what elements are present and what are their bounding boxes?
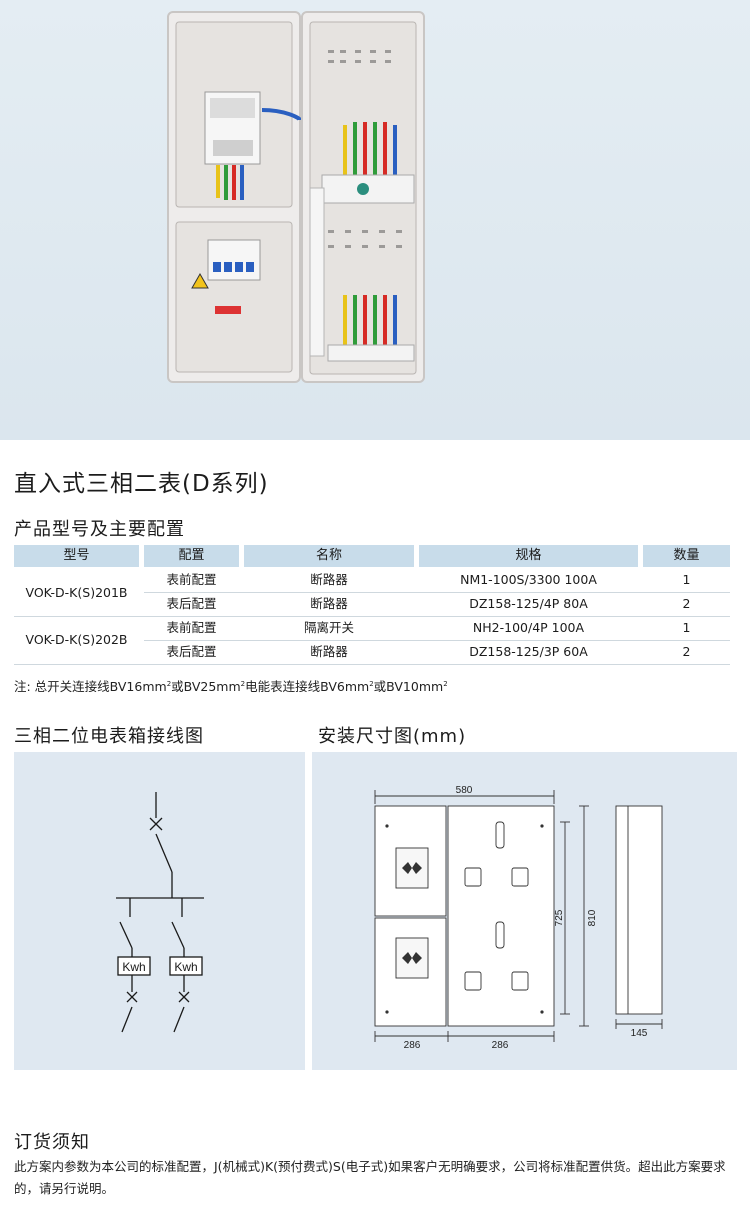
name-cell: 断路器 bbox=[310, 572, 348, 587]
qty-cell: 1 bbox=[682, 620, 691, 635]
dim-width-left: 286 bbox=[404, 1040, 421, 1051]
header-config: 配置 bbox=[144, 545, 239, 567]
name-cell: 断路器 bbox=[310, 596, 348, 611]
dimension-drawing: 580 725 810 286 286 145 bbox=[312, 752, 737, 1070]
header-spec: 规格 bbox=[419, 545, 638, 567]
meter-label-2: Kwh bbox=[174, 960, 197, 974]
meter-label-1: Kwh bbox=[122, 960, 145, 974]
row-divider bbox=[14, 616, 730, 617]
model-cell: VOK-D-K(S)202B bbox=[25, 632, 128, 647]
dim-height-total: 810 bbox=[587, 909, 598, 926]
dim-height-inner: 725 bbox=[554, 909, 565, 926]
model-cell: VOK-D-K(S)201B bbox=[25, 585, 128, 600]
qty-cell: 1 bbox=[682, 572, 691, 587]
row-divider bbox=[144, 592, 730, 593]
spec-cell: NH2-100/4P 100A bbox=[472, 620, 585, 635]
dim-depth: 145 bbox=[631, 1028, 648, 1039]
wiring-heading: 三相二位电表箱接线图 bbox=[14, 726, 204, 747]
dimension-heading: 安装尺寸图(mm) bbox=[318, 726, 467, 747]
page-title: 直入式三相二表(D系列) bbox=[14, 471, 269, 497]
row-divider bbox=[14, 664, 730, 665]
wiring-diagram: Kwh Kwh bbox=[14, 752, 305, 1070]
dim-width-right: 286 bbox=[492, 1040, 509, 1051]
wiring-note: 注: 总开关连接线BV16mm2或BV25mm2电能表连接线BV6mm2或BV1… bbox=[14, 679, 448, 694]
config-cell: 表后配置 bbox=[166, 644, 217, 659]
header-model: 型号 bbox=[14, 545, 139, 567]
dim-width-total: 580 bbox=[456, 785, 473, 796]
header-qty: 数量 bbox=[643, 545, 730, 567]
config-heading: 产品型号及主要配置 bbox=[14, 519, 185, 540]
qty-cell: 2 bbox=[682, 596, 691, 611]
config-cell: 表前配置 bbox=[166, 572, 217, 587]
row-divider bbox=[144, 640, 730, 641]
name-cell: 隔离开关 bbox=[303, 620, 354, 635]
qty-cell: 2 bbox=[682, 644, 691, 659]
order-heading: 订货须知 bbox=[14, 1132, 90, 1153]
order-text: 此方案内参数为本公司的标准配置，J(机械式)K(预付费式)S(电子式)如果客户无… bbox=[14, 1159, 726, 1196]
spec-cell: DZ158-125/3P 60A bbox=[469, 644, 588, 659]
product-photo bbox=[0, 0, 750, 440]
spec-cell: NM1-100S/3300 100A bbox=[460, 572, 597, 587]
header-name: 名称 bbox=[244, 545, 414, 567]
spec-cell: DZ158-125/4P 80A bbox=[469, 596, 588, 611]
config-cell: 表后配置 bbox=[166, 596, 217, 611]
config-cell: 表前配置 bbox=[166, 620, 217, 635]
name-cell: 断路器 bbox=[310, 644, 348, 659]
